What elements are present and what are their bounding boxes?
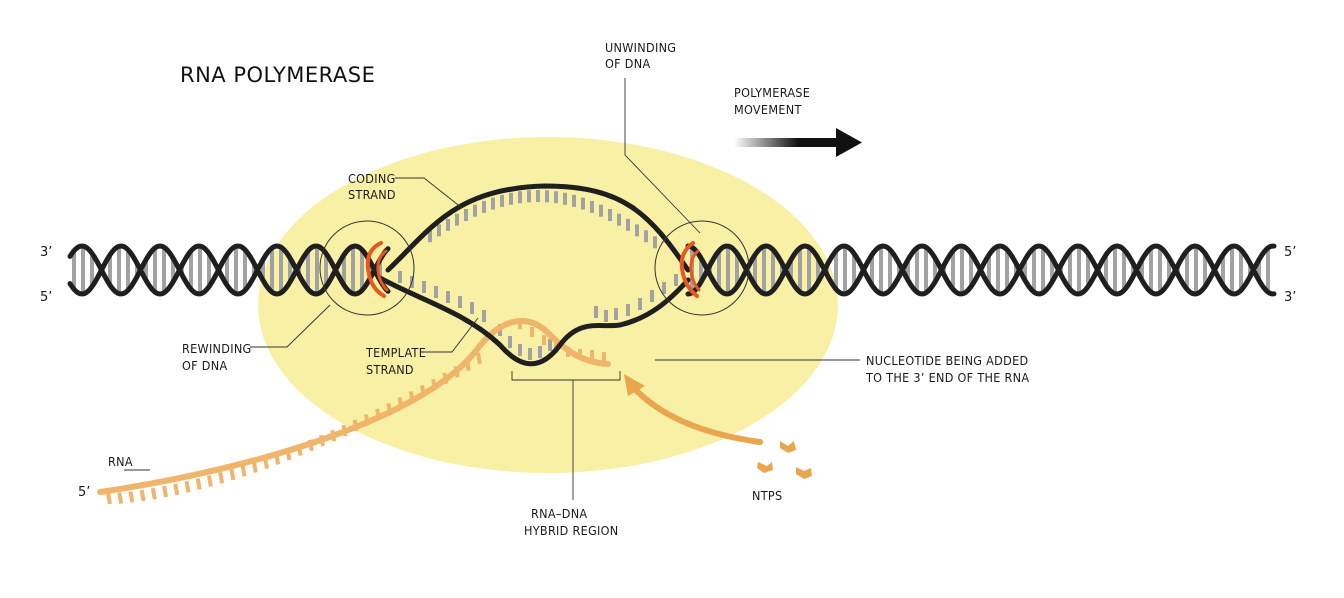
- right-clamp-icon: [679, 241, 699, 298]
- rna-base: [162, 485, 169, 498]
- rna-base: [106, 492, 112, 505]
- right-bottom-end-label: 3’: [1284, 290, 1296, 305]
- rna-base: [251, 461, 258, 473]
- rna-base: [263, 457, 269, 469]
- dna-strand: [685, 243, 1277, 297]
- rna-base: [476, 352, 482, 365]
- rna-base: [307, 439, 314, 452]
- rna-base: [419, 385, 426, 397]
- rewinding-zoom-circle: [319, 220, 415, 316]
- rna-base: [319, 434, 325, 447]
- rna-base: [274, 452, 281, 465]
- hybrid-region-label: RNA–DNA HYBRID REGION: [524, 506, 619, 538]
- right-clamp-inner-icon: [689, 249, 701, 292]
- rna-base: [442, 372, 449, 385]
- rna-base: [218, 471, 225, 484]
- rna-label: RNA: [108, 454, 133, 469]
- rna-base: [296, 444, 303, 456]
- nucleotide-added-label: NUCLEOTIDE BEING ADDED TO THE 3’ END OF …: [865, 353, 1032, 385]
- unwinding-label: UNWINDING OF DNA: [605, 40, 680, 71]
- rna-base: [195, 478, 202, 490]
- dna-strands: [67, 183, 1277, 367]
- rna-base: [117, 492, 124, 504]
- ntp-arrow-icon: [624, 374, 763, 445]
- left-top-end-label: 3’: [40, 245, 52, 260]
- rewinding-label: REWINDING OF DNA: [182, 341, 255, 373]
- rna-base: [184, 480, 191, 493]
- movement-label: POLYMERASE MOVEMENT: [734, 85, 814, 117]
- left-clamp-icon: [365, 241, 386, 298]
- rna-base: [128, 491, 135, 503]
- rna-base: [330, 429, 337, 442]
- rna-base: [397, 397, 404, 409]
- rna-base: [453, 365, 460, 378]
- polymerase-movement-arrow-icon: [734, 128, 862, 157]
- ntps-label: NTPS: [752, 488, 782, 503]
- unwinding-zoom-circle: [654, 220, 750, 316]
- coding-strand: [385, 183, 691, 273]
- right-top-end-label: 5’: [1284, 245, 1296, 260]
- rna-base: [386, 402, 393, 415]
- title: RNA POLYMERASE: [180, 63, 375, 87]
- dna-strand: [67, 243, 391, 297]
- rna-base: [229, 468, 236, 481]
- rna-base: [139, 489, 146, 502]
- rna-base: [173, 483, 180, 496]
- coding-strand-label: CODING STRAND: [348, 171, 399, 202]
- template-strand: [377, 275, 691, 367]
- rna-base: [150, 487, 157, 500]
- rna-base: [341, 424, 348, 437]
- rna-base: [375, 408, 382, 421]
- rna-base: [285, 448, 292, 461]
- rna-five-prime-label: 5’: [78, 485, 90, 500]
- rna-base: [363, 414, 370, 426]
- rna-base: [408, 391, 415, 403]
- rna-base: [352, 419, 359, 432]
- rna-base: [431, 378, 438, 391]
- rna-base: [240, 464, 247, 477]
- base-pairs: [72, 190, 1270, 360]
- template-strand-label: TEMPLATE STRAND: [365, 345, 430, 377]
- left-clamp-inner-icon: [376, 249, 389, 292]
- rna-base: [464, 359, 471, 372]
- polymerase-body: [258, 137, 838, 473]
- rna-base: [206, 475, 213, 487]
- ntps-icon: [757, 441, 812, 479]
- left-bottom-end-label: 5’: [40, 290, 52, 305]
